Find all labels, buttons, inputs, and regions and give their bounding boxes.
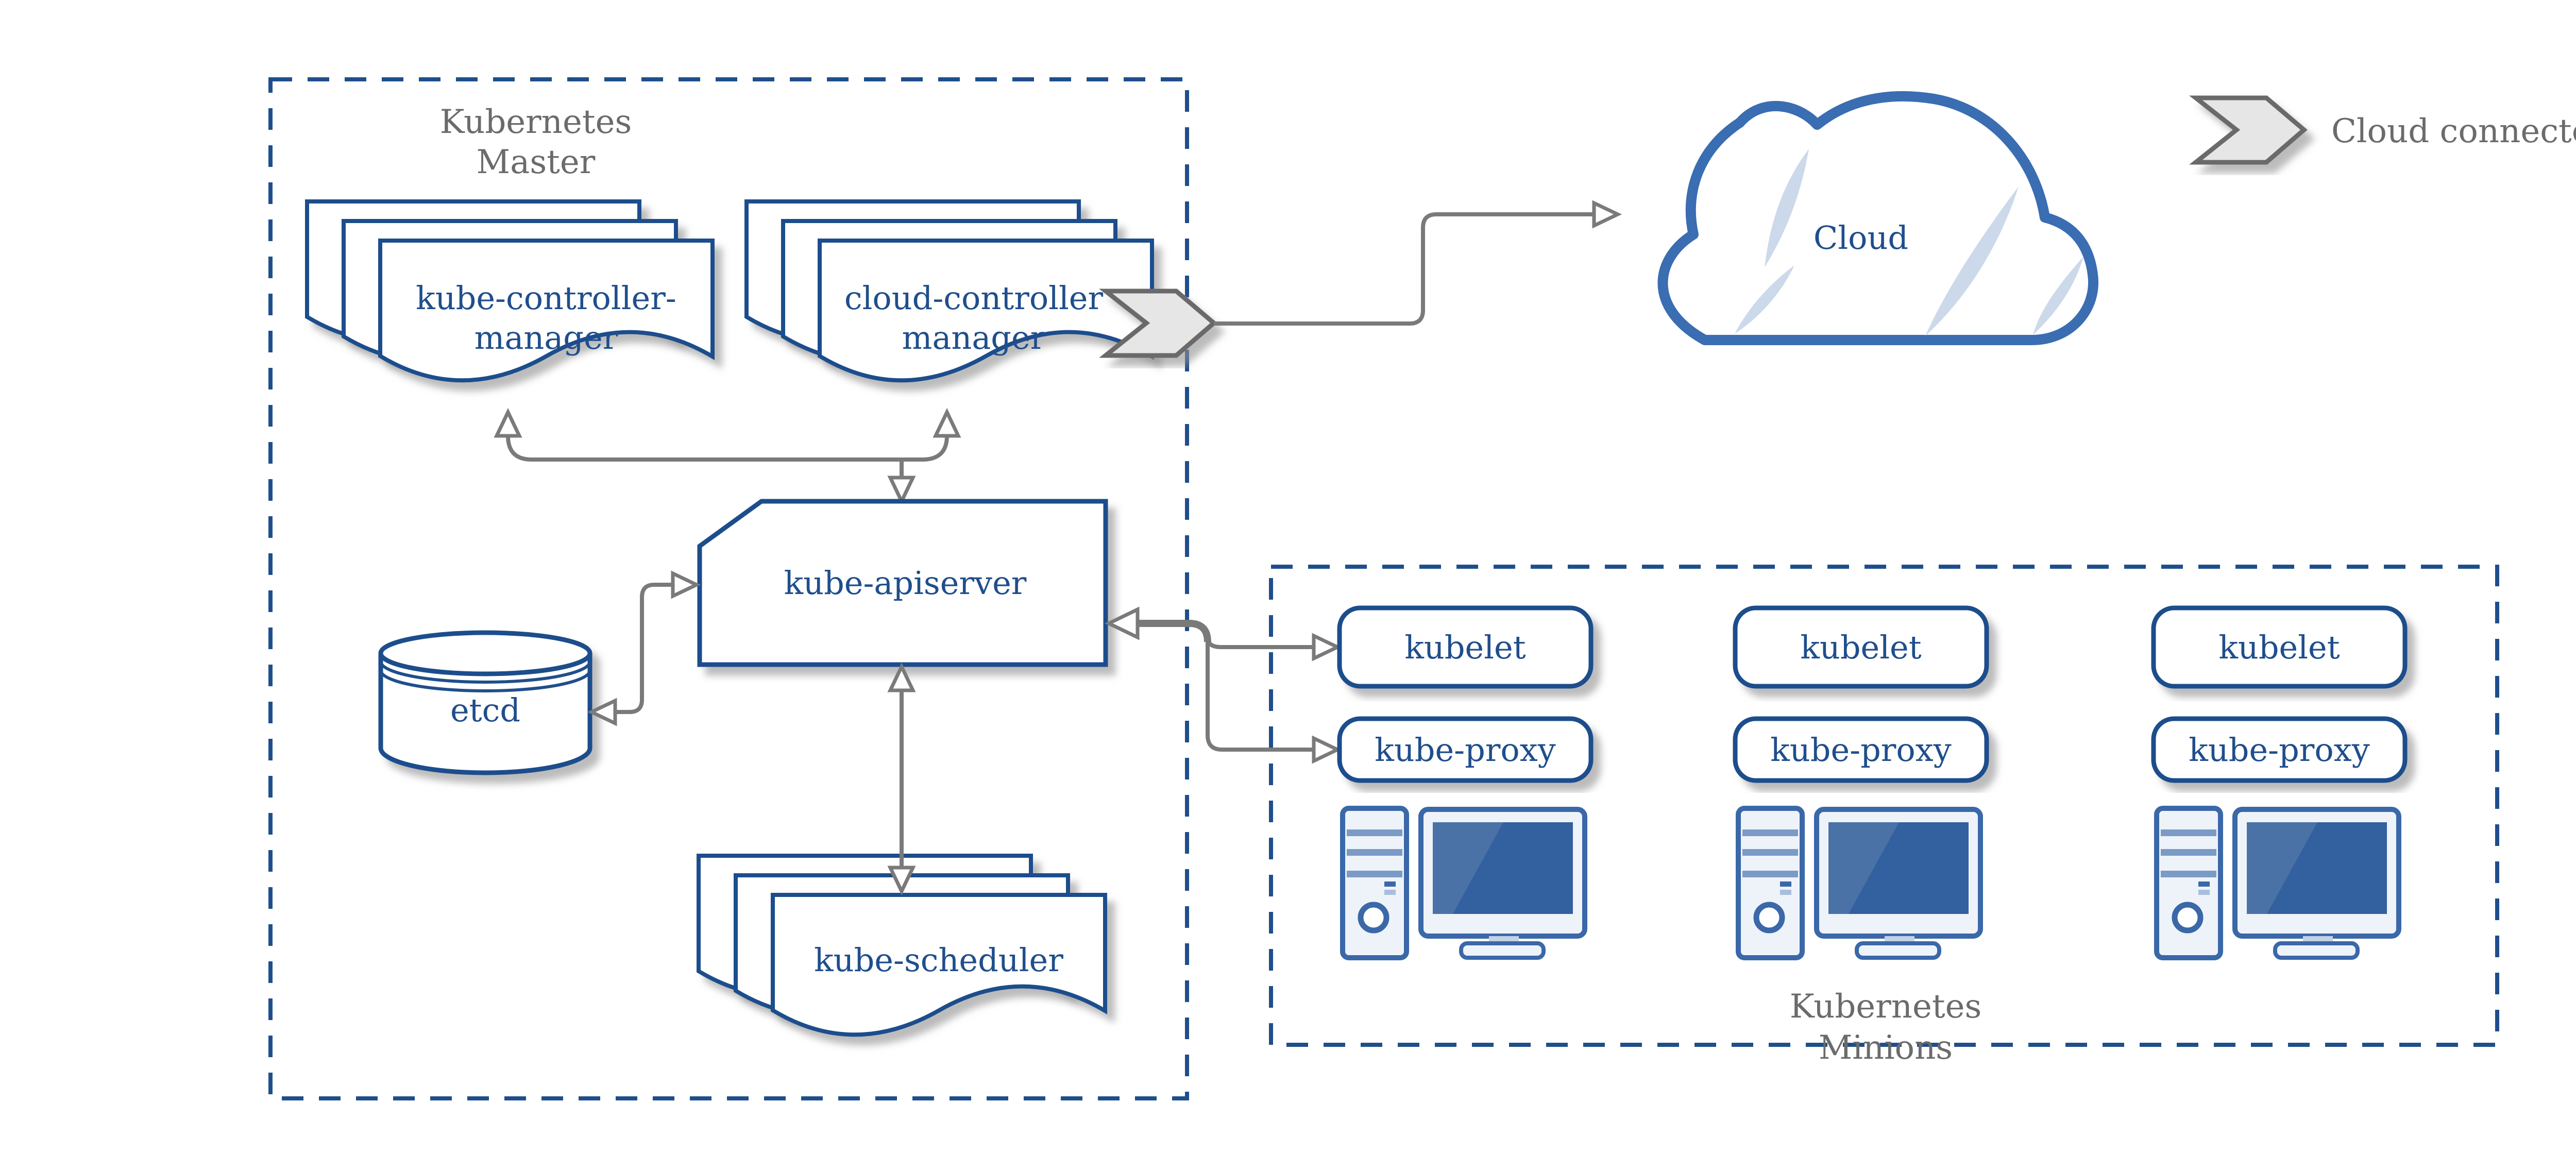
master-title-line1: Kubernetes — [440, 103, 632, 141]
kube-proxy-box — [1733, 716, 1989, 783]
connector-line — [615, 583, 673, 714]
kube-proxy-label: kube-proxy — [1770, 731, 1951, 769]
cloud-controller-manager-label-line2: manager — [902, 319, 1046, 357]
connector-line-thick — [1138, 620, 1211, 642]
legend-label: Cloud connector — [2331, 112, 2576, 150]
cloud-label: Cloud — [1814, 219, 1908, 257]
etcd-label: etcd — [450, 691, 520, 729]
kube-proxy-box — [1337, 716, 1594, 783]
connector-cloud — [1214, 200, 1622, 326]
minion-node-3: kubelet kube-proxy — [2151, 605, 2408, 958]
connector-controllers-to-apiserver — [494, 408, 961, 506]
minion-node-2: kubelet kube-proxy — [1733, 605, 1989, 958]
cloud-highlight — [1735, 265, 1794, 334]
kube-apiserver-shape — [697, 499, 1108, 667]
cloud-highlight — [1765, 149, 1809, 267]
cloud-controller-manager-stack: cloud-controller manager — [747, 201, 1152, 380]
arrowhead-right-icon — [1312, 735, 1342, 764]
kubelet-label: kubelet — [1800, 629, 1921, 666]
kube-proxy-label: kube-proxy — [2189, 731, 2369, 769]
arrowhead-right-icon — [1312, 633, 1342, 662]
kubelet-label: kubelet — [1404, 629, 1526, 666]
kubelet-box — [1337, 605, 1594, 689]
computer-icon — [1343, 808, 1585, 958]
master-boundary-box — [268, 77, 1189, 1100]
connector-apiserver-to-node — [1104, 606, 1342, 764]
cloud-highlight — [2033, 257, 2083, 335]
arrowhead-up-icon — [494, 408, 522, 438]
kube-controller-manager-stack: kube-controller- manager — [307, 201, 713, 380]
cloud-highlight — [1925, 186, 2019, 336]
arrowhead-left-icon — [1104, 606, 1140, 640]
kube-apiserver-label: kube-apiserver — [784, 564, 1027, 602]
connector-line — [1206, 638, 1314, 649]
legend: Cloud connector — [2196, 98, 2576, 162]
arrowhead-down-icon — [887, 476, 916, 506]
kube-proxy-label: kube-proxy — [1375, 731, 1555, 769]
etcd-ring — [379, 661, 591, 684]
computer-icon — [1738, 808, 1980, 958]
connector-line — [1206, 642, 1314, 752]
etcd-cylinder-body — [378, 653, 592, 775]
connector-apiserver-to-scheduler — [887, 662, 916, 896]
connector-etcd-to-apiserver — [587, 570, 701, 726]
legend-chevron-icon — [2196, 98, 2304, 162]
cloud-controller-manager-label-line1: cloud-controller — [844, 279, 1104, 317]
master-title-line2: Master — [477, 143, 596, 181]
cloud-outline — [1657, 91, 2099, 345]
kube-controller-manager-label-line1: kube-controller- — [416, 279, 676, 317]
arrowhead-right-icon — [1592, 200, 1622, 229]
arrowhead-up-icon — [933, 408, 961, 438]
connector-line — [506, 435, 949, 462]
kubelet-label: kubelet — [2218, 629, 2340, 666]
etcd-cylinder-top — [378, 630, 592, 676]
arrowhead-left-icon — [587, 698, 617, 726]
connector-line — [1214, 212, 1594, 326]
minions-title-line1: Kubernetes — [1790, 988, 1982, 1026]
etcd-ring — [379, 670, 591, 692]
kubelet-box — [2151, 605, 2408, 689]
arrowhead-up-icon — [887, 662, 916, 692]
cloud-shape: Cloud — [1657, 91, 2099, 345]
kube-scheduler-label: kube-scheduler — [814, 941, 1063, 979]
minion-node-1: kubelet kube-proxy — [1337, 605, 1594, 958]
kube-scheduler-stack: kube-scheduler — [699, 856, 1105, 1035]
etcd-database: etcd — [378, 630, 592, 775]
minions-title-line2: Minions — [1819, 1029, 1953, 1067]
kube-proxy-box — [2151, 716, 2408, 783]
kubelet-box — [1733, 605, 1989, 689]
minions-boundary-box — [1269, 565, 2499, 1047]
kube-apiserver-box: kube-apiserver — [697, 499, 1108, 667]
arrowhead-right-icon — [671, 570, 701, 599]
kube-controller-manager-label-line2: manager — [474, 319, 618, 357]
computer-icon — [2157, 808, 2399, 958]
arrowhead-down-icon — [887, 866, 916, 896]
